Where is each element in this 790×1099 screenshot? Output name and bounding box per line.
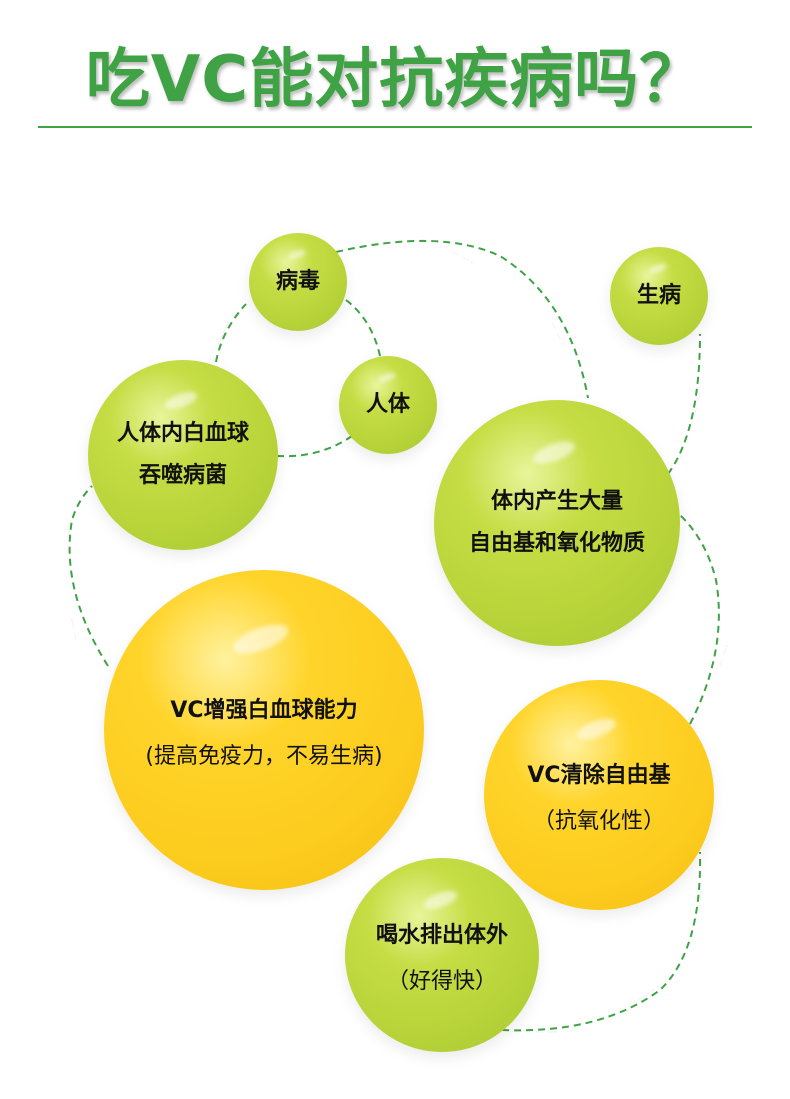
node-vc-wbc-label: VC增强白血球能力 <box>170 698 358 724</box>
node-virus: 病毒 <box>249 233 347 331</box>
node-water-sub: （好得快） <box>386 968 497 994</box>
node-free-radicals: 体内产生大量 自由基和氧化物质 <box>434 400 680 646</box>
node-wbc: 人体内白血球 吞噬病菌 <box>88 360 278 550</box>
arrow-vcradical-to-radicals <box>679 514 720 725</box>
title-divider <box>38 126 752 128</box>
node-wbc-line2: 吞噬病菌 <box>138 463 227 488</box>
node-water: 喝水排出体外 （好得快） <box>345 858 539 1052</box>
node-virus-label: 病毒 <box>275 269 320 295</box>
arrow-water-to-vcradical <box>501 851 702 1032</box>
node-vc-wbc: VC增强白血球能力 (提高免疫力，不易生病) <box>104 570 424 890</box>
node-wbc-line1: 人体内白血球 <box>116 421 249 447</box>
node-sick-label: 生病 <box>636 283 681 309</box>
node-water-label: 喝水排出体外 <box>375 923 508 949</box>
arrow-wbc-to-virus <box>215 303 247 363</box>
arrow-body-to-wbc <box>277 435 353 458</box>
node-free-radicals-line2: 自由基和氧化物质 <box>468 531 645 556</box>
arrow-virus-to-body <box>345 299 381 357</box>
node-vc-radical-label: VC清除自由基 <box>527 763 671 789</box>
node-human-body: 人体 <box>339 356 437 454</box>
node-human-body-label: 人体 <box>365 392 410 418</box>
node-vc-radical: VC清除自由基 （抗氧化性） <box>484 680 714 910</box>
arrow-vcwbc-to-wbc <box>68 485 109 667</box>
node-vc-wbc-sub: (提高免疫力，不易生病) <box>145 743 383 769</box>
node-free-radicals-line1: 体内产生大量 <box>490 489 623 515</box>
node-sick: 生病 <box>610 247 708 345</box>
arrow-radicals-to-sick <box>667 333 701 475</box>
page-title: 吃VC能对抗疾病吗？ <box>85 43 705 117</box>
node-vc-radical-sub: （抗氧化性） <box>532 808 665 834</box>
